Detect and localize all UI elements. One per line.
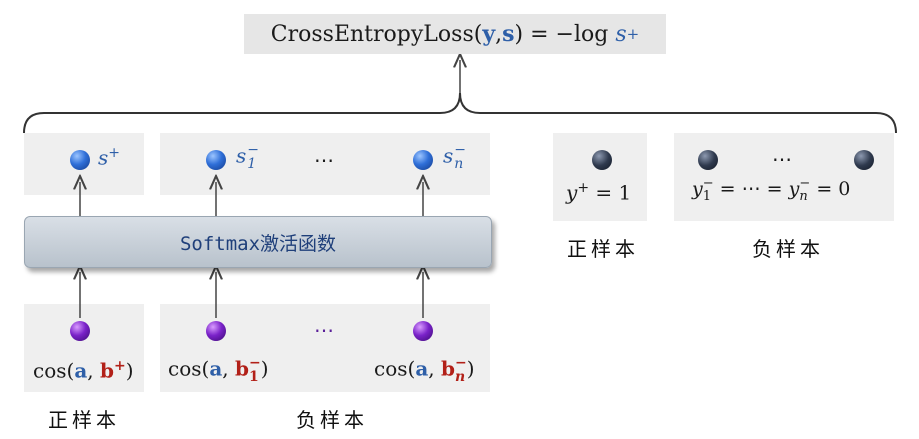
cos-neg-n-label: cos(a, b−n) <box>374 355 475 385</box>
loss-arg-y: y <box>482 21 496 47</box>
targets-ellipsis: ⋯ <box>772 147 794 171</box>
y-neg-1-dot <box>698 150 718 170</box>
label-positive-target: 正样本 <box>567 237 639 261</box>
y-neg-label: y−1 = ⋯ = y−n = 0 <box>692 176 851 204</box>
y-pos-label: y+ = 1 <box>566 180 632 205</box>
loss-name: CrossEntropyLoss <box>270 21 474 47</box>
cos-pos-label: cos(a, b+) <box>33 358 134 383</box>
label-negative-target: 负样本 <box>752 237 824 261</box>
target-panel-negative <box>674 133 894 221</box>
softmax-box: Softmax激活函数 <box>24 216 492 268</box>
outputs-ellipsis: ⋯ <box>314 148 336 172</box>
cos-pos-dot <box>70 321 90 341</box>
cos-neg-1-label: cos(a, b−1) <box>168 355 269 385</box>
label-negative-bottom: 负样本 <box>296 408 368 432</box>
target-panel-positive <box>553 133 647 221</box>
label-positive-bottom: 正样本 <box>48 408 120 432</box>
loss-formula: CrossEntropyLoss(y, s) = −log s+ <box>244 14 666 54</box>
s-neg-n-dot <box>413 150 433 170</box>
cos-neg-n-dot <box>413 321 433 341</box>
input-panel-negative <box>160 304 490 392</box>
inputs-ellipsis: ⋯ <box>314 318 336 342</box>
s-pos-label: s+ <box>98 145 120 170</box>
s-neg-1-dot <box>206 150 226 170</box>
loss-arg-s: s <box>502 21 515 47</box>
y-pos-dot <box>592 150 612 170</box>
input-panel-positive <box>24 304 144 392</box>
s-pos-dot <box>70 150 90 170</box>
loss-eq: = −log <box>523 21 616 47</box>
loss-result-var: s <box>615 21 627 47</box>
cos-neg-1-dot <box>206 321 226 341</box>
s-neg-1-label: s −1 <box>236 142 259 172</box>
y-neg-n-dot <box>854 150 874 170</box>
s-neg-n-label: s −n <box>443 142 466 172</box>
loss-result-sup: + <box>626 25 640 43</box>
curly-brace <box>23 92 897 134</box>
